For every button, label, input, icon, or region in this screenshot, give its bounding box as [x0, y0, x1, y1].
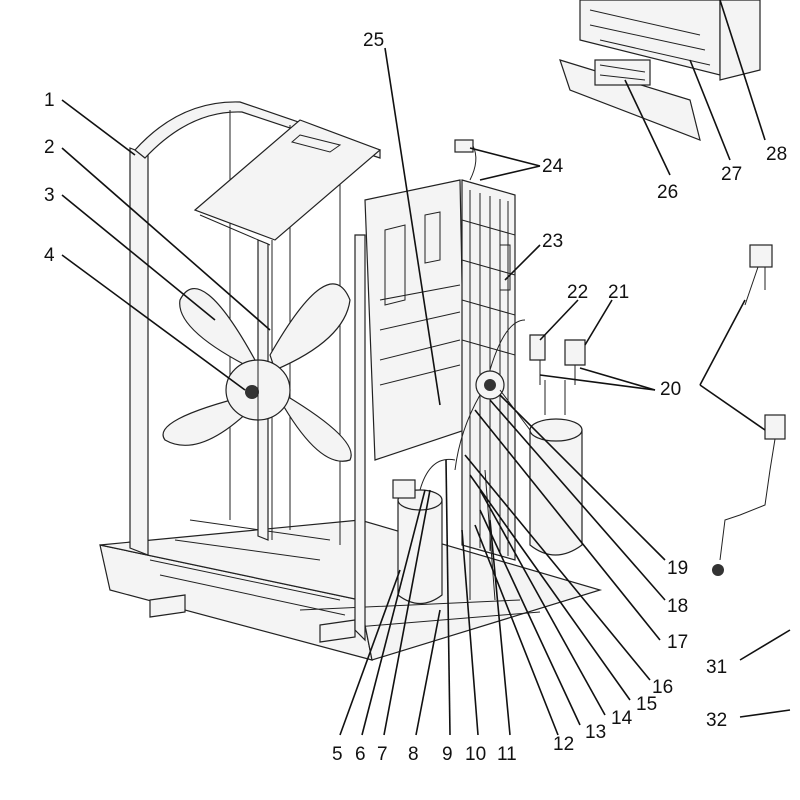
compressor	[392, 458, 456, 605]
callout-28: 28	[766, 144, 787, 165]
callout-4: 4	[44, 245, 55, 266]
callout-32: 32	[706, 710, 727, 731]
callout-19: 19	[667, 558, 688, 579]
callout-13: 13	[585, 722, 606, 743]
callout-21: 21	[608, 282, 629, 303]
callout-25: 25	[363, 30, 384, 51]
callout-18: 18	[667, 596, 688, 617]
control-box	[559, 0, 761, 141]
heat-exchanger-coil	[461, 179, 516, 561]
callout-11: 11	[497, 744, 517, 765]
callout-8: 8	[408, 744, 419, 765]
callout-7: 7	[377, 744, 388, 765]
cabinet-frame	[99, 101, 603, 661]
accumulator	[529, 380, 583, 556]
callout-20: 20	[660, 379, 681, 400]
callout-3: 3	[44, 185, 55, 206]
callout-15: 15	[636, 694, 657, 715]
expansion-valve-assembly	[712, 244, 786, 576]
thermistor-part	[454, 139, 477, 181]
callout-26: 26	[657, 182, 678, 203]
callout-2: 2	[44, 137, 55, 158]
callout-31: 31	[706, 657, 727, 678]
callout-1: 1	[44, 90, 55, 111]
callout-12: 12	[553, 734, 574, 755]
propeller-fan	[162, 283, 352, 462]
callout-5: 5	[332, 744, 343, 765]
callout-10: 10	[465, 744, 486, 765]
callout-23: 23	[542, 231, 563, 252]
callout-9: 9	[442, 744, 453, 765]
callout-17: 17	[667, 632, 688, 653]
callout-22: 22	[567, 282, 588, 303]
callout-labels: 1 2 3 4 5 6 7 8 9 10 11 12 13 14 15 16 1…	[44, 30, 787, 765]
callout-24: 24	[542, 156, 564, 177]
callout-27: 27	[721, 164, 742, 185]
leader-lines	[61, 0, 791, 736]
callout-6: 6	[355, 744, 366, 765]
callout-14: 14	[611, 708, 633, 729]
callout-16: 16	[652, 677, 673, 698]
